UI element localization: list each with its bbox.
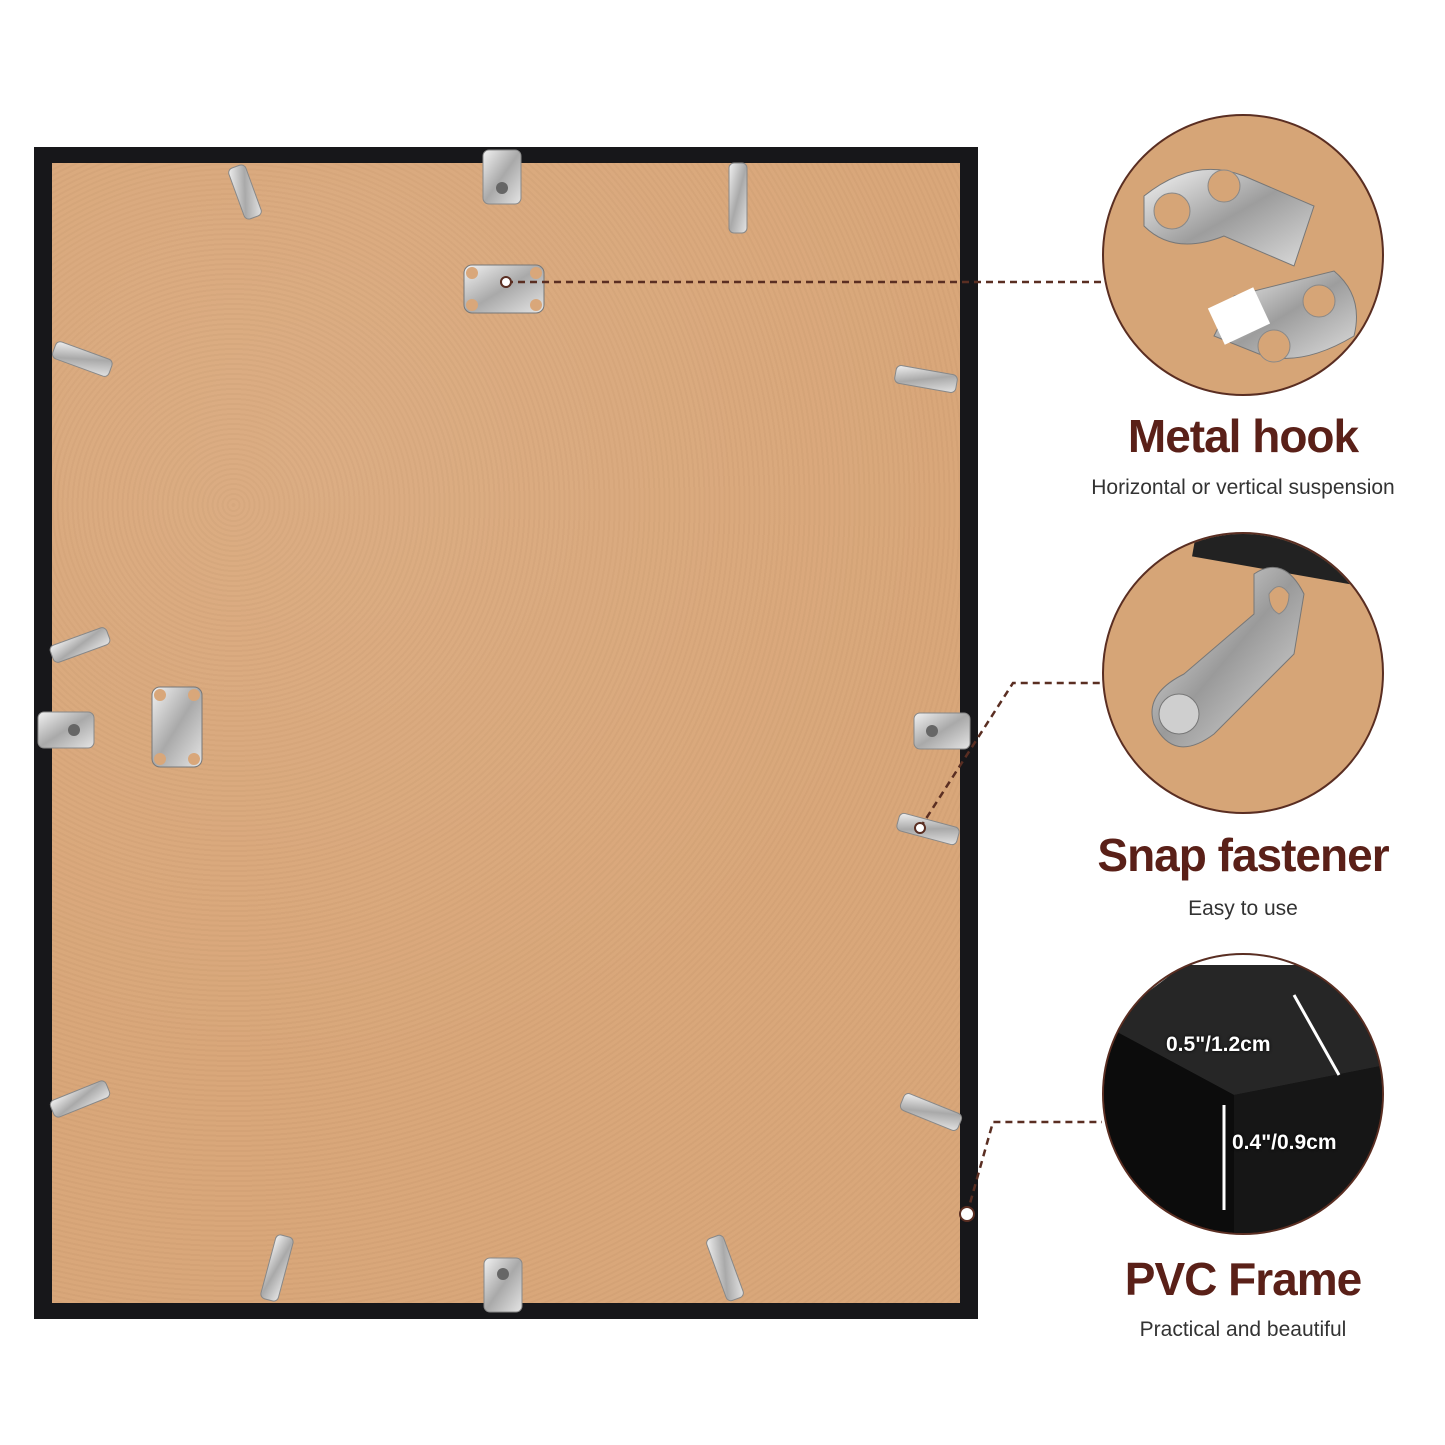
snap-clip-icon xyxy=(1151,534,1382,748)
feature-title: Metal hook xyxy=(1127,410,1359,462)
metal-hook-detail xyxy=(1102,114,1384,396)
backing-board xyxy=(52,163,960,1303)
depth-dimension-label: 0.4"/0.9cm xyxy=(1232,1131,1337,1154)
width-dimension-label: 0.5"/1.2cm xyxy=(1166,1033,1271,1056)
pvc-frame-detail: 0.5"/1.2cm 0.4"/0.9cm xyxy=(1102,953,1384,1235)
feature-title: PVC Frame xyxy=(1124,1253,1362,1305)
frame-corner-icon xyxy=(1104,955,1382,1233)
feature-subtitle: Easy to use xyxy=(1188,897,1298,920)
feature-subtitle: Horizontal or vertical suspension xyxy=(1091,476,1395,499)
picture-frame xyxy=(34,147,978,1319)
feature-title: Snap fastener xyxy=(1097,829,1389,881)
leader-line xyxy=(965,1120,1102,1215)
sawtooth-hanger-icon xyxy=(1143,168,1357,363)
snap-fastener-detail xyxy=(1102,532,1384,814)
feature-subtitle: Practical and beautiful xyxy=(1139,1318,1347,1341)
